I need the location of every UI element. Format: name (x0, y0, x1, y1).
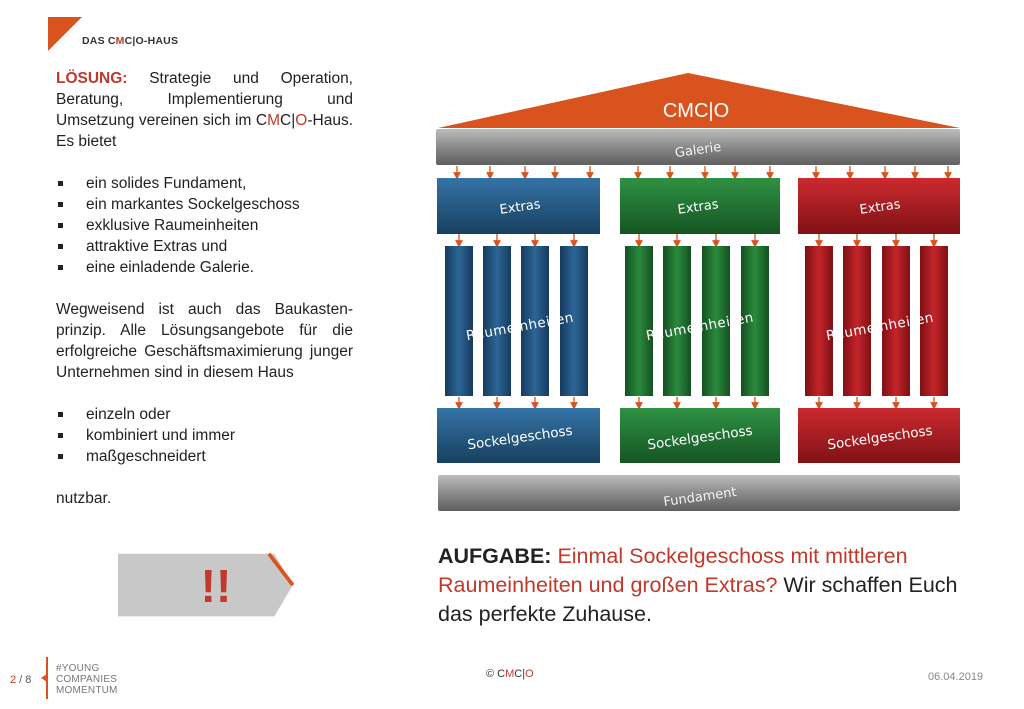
section-label: DAS CMC|O-HAUS (82, 35, 179, 47)
corner-triangle-logo (48, 17, 82, 51)
extras-box-3 (798, 178, 960, 234)
footer-divider (46, 657, 48, 699)
solution-text: LÖSUNG: Strategie und Operation, Beratun… (56, 68, 353, 509)
page-number: 2 / 8 (10, 674, 32, 686)
extras-label-1: Extras (499, 197, 542, 218)
extras-box-1 (437, 178, 600, 234)
modular-paragraph: Wegweisend ist auch das Baukasten-prinzi… (56, 301, 353, 381)
extras-box-2 (620, 178, 780, 234)
galerie-arrows (453, 166, 952, 180)
foundation-bar (438, 475, 960, 511)
callout-arrow-shape (118, 552, 295, 617)
usage-list: einzeln oder kombiniert und immer maßges… (56, 404, 353, 467)
list-item: exklusive Raumeinheiten (56, 215, 353, 236)
base-box-1 (437, 408, 600, 463)
room-pillars-red (805, 246, 948, 396)
base-box-2 (620, 408, 780, 463)
list-item: eine einladende Galerie. (56, 257, 353, 278)
brand-name: #YOUNG COMPANIES MOMENTUM (56, 663, 118, 696)
room-pillars-green (625, 246, 769, 396)
rooms-label-1: Raumeinheiten (465, 310, 575, 345)
list-item: ein markantes Sockelgeschoss (56, 194, 353, 215)
copyright: © CMC|O (486, 668, 534, 680)
list-item: ein solides Fundament, (56, 173, 353, 194)
list-item: attraktive Extras und (56, 236, 353, 257)
list-item: einzeln oder (56, 404, 353, 425)
offer-list: ein solides Fundament, ein markantes Soc… (56, 173, 353, 278)
list-item: maßgeschneidert (56, 446, 353, 467)
galerie-label: Galerie (674, 140, 722, 161)
date: 06.04.2019 (928, 671, 984, 683)
rooms-label-2: Raumeinheiten (645, 310, 755, 345)
intro-paragraph: LÖSUNG: Strategie und Operation, Beratun… (56, 70, 353, 150)
rooms-label-3: Raumeinheiten (825, 310, 935, 345)
room-pillars-blue (445, 246, 588, 396)
cmco-house-diagram: CMC|O Galerie Extras Extras Extras Rau (436, 73, 960, 511)
extras-label-2: Extras (677, 197, 720, 218)
callout-exclamation: !! (200, 560, 232, 612)
pillar-arrows (455, 397, 938, 410)
extras-label-3: Extras (859, 197, 902, 218)
list-item: kombiniert und immer (56, 425, 353, 446)
page-marker-arrow-icon (41, 674, 47, 682)
roof-label: CMC|O (663, 100, 729, 122)
closing-text: nutzbar. (56, 490, 112, 507)
roof (438, 73, 960, 128)
task-statement: AUFGABE: Einmal Sockelgeschoss mit mittl… (438, 544, 958, 626)
galerie-bar (436, 129, 960, 165)
extras-arrows (455, 234, 938, 248)
base-box-3 (798, 408, 960, 463)
